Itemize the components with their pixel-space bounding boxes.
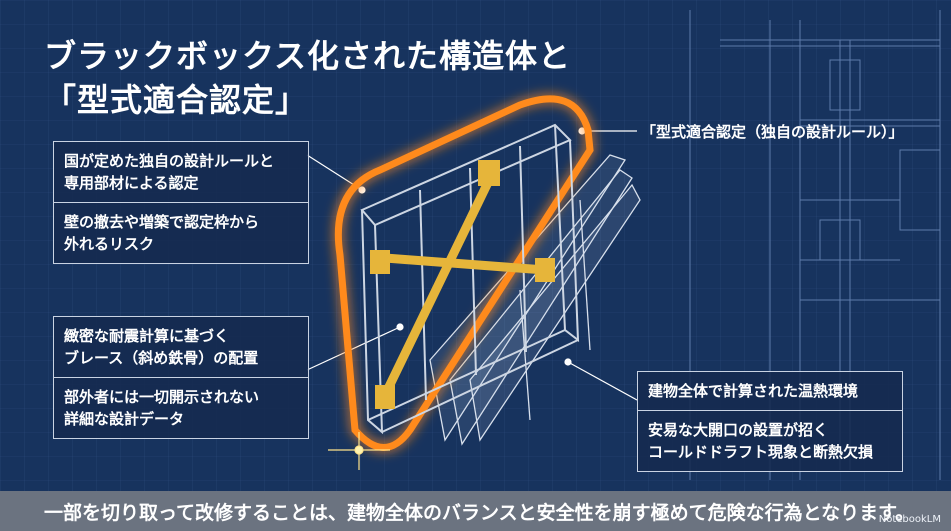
title-line-1: ブラックボックス化された構造体と: [44, 37, 572, 75]
callout-text: 部外者には一切開示されない: [64, 388, 260, 406]
structural-frame: [360, 123, 580, 435]
title-line-2: 「型式適合認定」: [44, 81, 309, 119]
page-title: ブラックボックス化された構造体と 「型式適合認定」: [44, 34, 572, 122]
notebooklm-watermark: NotebookLM: [878, 514, 941, 525]
callout-text: 詳細な設計データ: [64, 410, 185, 428]
callout-text: 緻密な耐震計算に基づく: [64, 327, 230, 345]
callout-brace-layout: 緻密な耐震計算に基づく ブレース（斜め鉄骨）の配置 部外者には一切開示されない …: [53, 316, 309, 439]
callout-certification-rules: 国が定めた独自の設計ルールと 専用部材による認定 壁の撤去や増築で認定枠から 外…: [53, 141, 309, 264]
callout-thermal-environment: 建物全体で計算された温熱環境 安易な大開口の設置が招く コールドドラフト現象と断…: [637, 371, 903, 472]
leader-lines: [306, 127, 638, 401]
callout-text: 国が定めた独自の設計ルールと: [64, 152, 275, 170]
callout-text: 壁の撤去や増築で認定枠から: [64, 213, 260, 231]
callout-text: コールドドラフト現象と断熱欠損: [648, 443, 874, 461]
callout-certification-label: 「型式適合認定（独自の設計ルール）」: [641, 123, 904, 141]
steel-braces: [380, 163, 550, 400]
brace-plates: [370, 160, 555, 409]
base-sparkle: [328, 432, 390, 470]
callout-text: 専用部材による認定: [64, 174, 199, 192]
callout-text: ブレース（斜め鉄骨）の配置: [64, 349, 259, 367]
callout-text: 安易な大開口の設置が招く: [648, 421, 829, 439]
callout-text: 外れるリスク: [64, 235, 155, 253]
callout-text: 建物全体で計算された温熱環境: [648, 382, 859, 400]
certification-glow-outline: [334, 95, 594, 451]
footer-banner: 一部を切り取って改修することは、建物全体のバランスと安全性を崩す極めて危険な行為…: [0, 491, 951, 531]
footer-text: 一部を切り取って改修することは、建物全体のバランスと安全性を崩す極めて危険な行為…: [44, 502, 915, 524]
